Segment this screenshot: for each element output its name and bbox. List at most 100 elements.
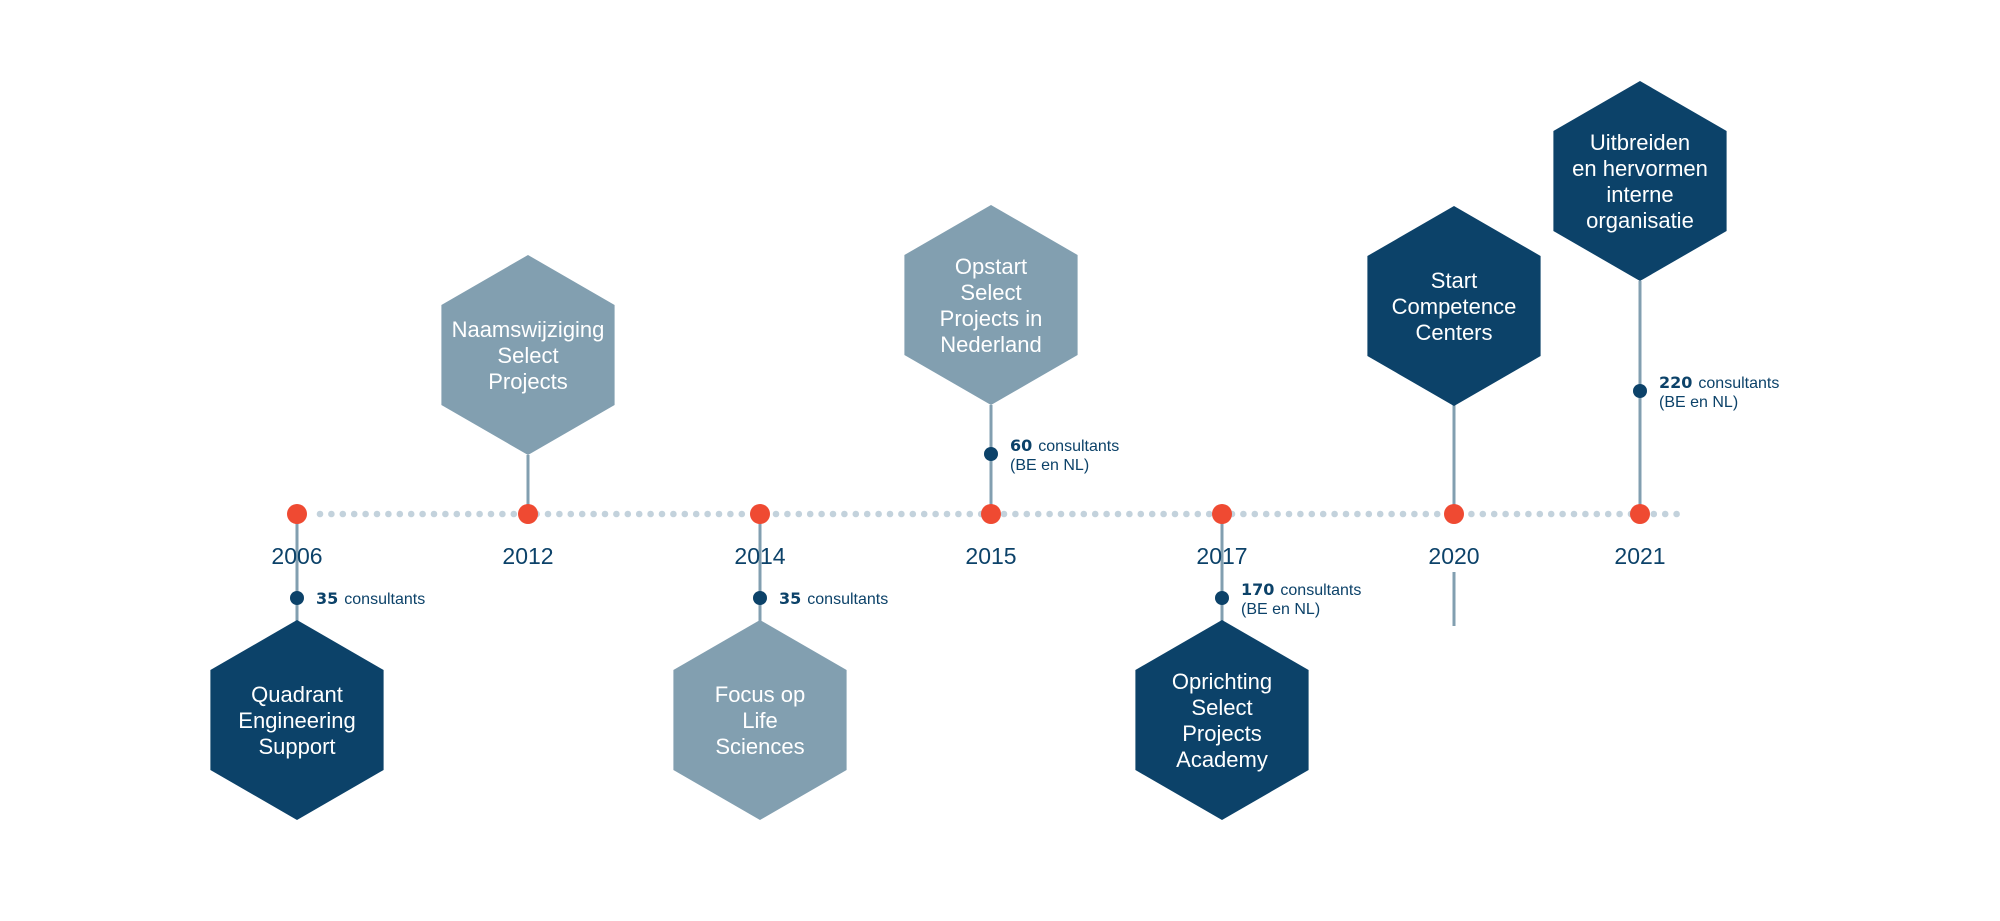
milestone-label-line: Opstart	[955, 254, 1027, 279]
axis-dot	[499, 510, 506, 518]
axis-dot	[1661, 510, 1669, 518]
milestone-label-line: Oprichting	[1172, 669, 1272, 694]
axis-dot	[841, 510, 848, 518]
axis-dot	[829, 510, 837, 518]
axis-dot	[898, 510, 905, 518]
axis-dot	[567, 510, 575, 518]
axis-dot	[1091, 510, 1099, 518]
note-unit: consultants	[1038, 438, 1119, 455]
axis-dot	[316, 510, 324, 518]
year-marker-dot	[1212, 504, 1232, 524]
axis-dot	[795, 510, 803, 518]
axis-dot	[1331, 510, 1338, 518]
note-number: 60	[1010, 436, 1032, 455]
note-unit: consultants	[344, 591, 425, 608]
note-unit: consultants	[1698, 375, 1779, 392]
axis-dot	[624, 510, 632, 518]
axis-dot	[487, 510, 495, 518]
axis-dot	[1023, 510, 1031, 518]
consultants-note: 60 consultants (BE en NL)	[984, 436, 1119, 474]
axis-dot	[442, 510, 449, 518]
milestone-label-line: Focus op	[715, 682, 806, 707]
axis-dot	[1171, 510, 1179, 518]
axis-dot	[784, 510, 791, 518]
axis-dot	[1183, 510, 1190, 518]
axis-dot	[419, 510, 426, 518]
axis-dot	[1148, 510, 1156, 518]
milestone-label-line: Projects	[1182, 721, 1261, 746]
axis-dot	[1057, 510, 1065, 518]
note-number: 35	[316, 589, 338, 608]
axis-dot	[1240, 510, 1247, 518]
milestone-label-line: Projects in	[940, 306, 1043, 331]
axis-dot	[1570, 510, 1578, 518]
milestone-label-line: Life	[742, 708, 777, 733]
milestone-hexagon	[904, 205, 1078, 405]
year-marker-dot	[981, 504, 1001, 524]
axis-dot	[1536, 510, 1544, 518]
axis-dot	[1251, 510, 1259, 518]
axis-dot	[1468, 510, 1475, 518]
axis-dot	[1388, 510, 1395, 518]
milestone-hexagon	[1135, 620, 1309, 820]
year-label: 2012	[502, 543, 553, 569]
axis-dot	[852, 510, 860, 518]
axis-dot	[385, 510, 392, 518]
axis-dot	[328, 510, 335, 518]
axis-dot	[613, 510, 620, 518]
milestone-hexagon	[673, 620, 847, 820]
axis-dot	[601, 510, 609, 518]
axis-dot	[920, 510, 928, 518]
axis-dot	[339, 510, 347, 518]
axis-dot	[658, 510, 666, 518]
axis-dot	[635, 510, 643, 518]
axis-dot	[1274, 510, 1281, 518]
year-label: 2006	[271, 543, 322, 569]
milestone-label-line: Uitbreiden	[1590, 130, 1690, 155]
axis-dot	[670, 510, 677, 518]
axis-dot	[886, 510, 894, 518]
axis-dot	[1080, 510, 1088, 518]
note-number: 170	[1241, 580, 1274, 599]
axis-dot	[1604, 510, 1612, 518]
axis-dot	[578, 510, 586, 518]
year-label: 2015	[965, 543, 1016, 569]
note-dot	[984, 447, 998, 461]
milestone-hexagon	[1367, 206, 1541, 406]
consultants-note: 35 consultants	[290, 589, 425, 608]
axis-dot	[1559, 510, 1566, 518]
year-label: 2020	[1428, 543, 1479, 569]
axis-dot	[1433, 510, 1441, 518]
milestone-label-line: Naamswijziging	[452, 317, 605, 342]
axis-dot	[407, 510, 415, 518]
axis-dot	[1103, 510, 1110, 518]
axis-dot	[1160, 510, 1167, 518]
axis-dot	[1114, 510, 1122, 518]
milestone-label-line: organisatie	[1586, 208, 1694, 233]
axis-dot	[1547, 510, 1555, 518]
note-region: (BE en NL)	[1010, 457, 1089, 474]
axis-dot	[692, 510, 700, 518]
note-dot	[1633, 384, 1647, 398]
axis-dot	[1046, 510, 1053, 518]
milestone-label-line: Projects	[488, 369, 567, 394]
axis-dot	[932, 510, 939, 518]
axis-dot	[1502, 510, 1509, 518]
year-label: 2021	[1614, 543, 1665, 569]
axis-dot	[1616, 510, 1623, 518]
note-unit: consultants	[807, 591, 888, 608]
milestone-label-line: Start	[1431, 268, 1477, 293]
year-marker-dot	[1630, 504, 1650, 524]
note-number: 220	[1659, 373, 1692, 392]
axis-dot	[1365, 510, 1373, 518]
axis-dot	[806, 510, 814, 518]
axis-dot	[1354, 510, 1361, 518]
axis-dot	[1650, 510, 1658, 518]
